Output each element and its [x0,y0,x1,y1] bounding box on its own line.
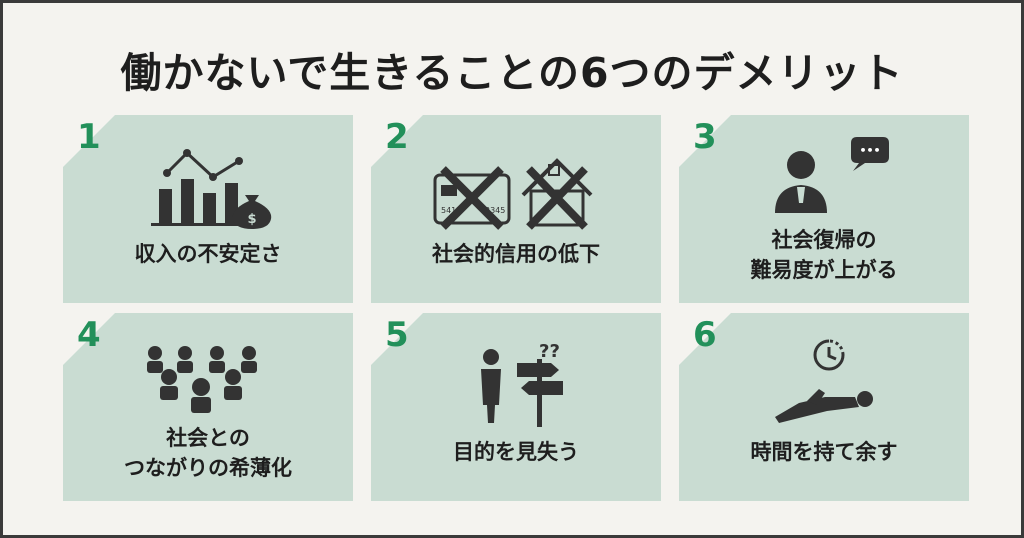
card-label: 社会的信用の低下 [432,242,600,266]
card-5: 5 ?? 目的を見失う [371,313,661,501]
card-2: 2 5412 2345 社会的信用の低下 [371,115,661,303]
money-bag-chart-icon: $ [151,149,272,229]
credit-card-house-crossed-icon: 5412 2345 [433,158,593,230]
card-label: 社会との つながりの希薄化 [124,426,292,480]
card-label: 社会復帰の 難易度が上がる [750,228,898,282]
card-number: 4 [77,315,101,355]
card-6: 6 時間を持て余す [679,313,969,501]
card-1: 1 $ 収入の不安定さ [63,115,353,303]
card-label: 目的を見失う [453,440,579,464]
card-number: 2 [385,117,409,157]
card-label: 時間を持て余す [750,440,898,464]
card-label: 収入の不安定さ [134,242,282,266]
page-title: 働かないで生きることの6つのデメリット [120,49,904,97]
svg-text:2345: 2345 [485,206,505,215]
card-number: 6 [693,315,717,355]
card-4: 4 社会との つながりの希薄化 [63,313,353,501]
card-3: 3 ••• 社会復帰の 難易度が上がる [679,115,969,303]
svg-text:5412: 5412 [441,206,461,215]
confused-person-signpost-icon: ?? [481,341,563,427]
svg-text:??: ?? [539,341,560,362]
card-number: 5 [385,315,409,355]
card-number: 1 [77,117,101,157]
people-group-icon [147,346,257,413]
card-number: 3 [693,117,717,157]
dollar-sign: $ [247,212,256,227]
lying-person-clock-icon [775,339,873,423]
svg-text:•••: ••• [859,144,880,157]
person-speech-bubble-icon: ••• [775,137,889,213]
